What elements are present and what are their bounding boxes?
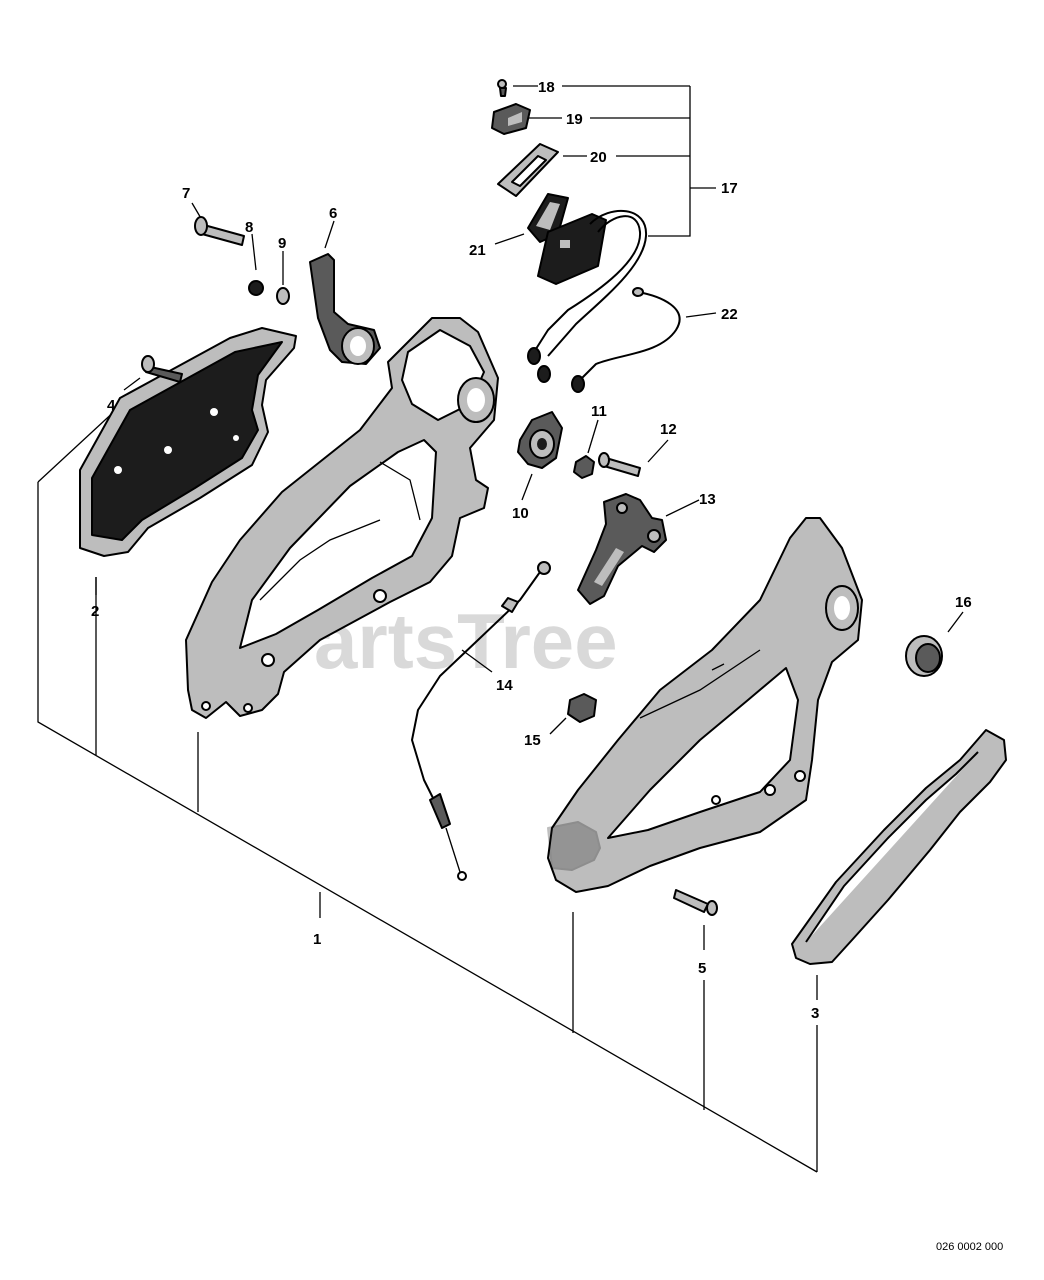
part-12-screw <box>598 452 641 477</box>
part-6-lever <box>309 253 381 365</box>
part-11-nut <box>573 455 595 479</box>
part-18-screw <box>497 79 507 97</box>
callout-16: 16 <box>955 594 972 611</box>
leader-lines <box>37 85 964 1173</box>
part-2-side-plate <box>79 327 297 557</box>
callout-21: 21 <box>469 242 486 259</box>
callout-19: 19 <box>566 111 583 128</box>
part-7-bolt <box>194 216 245 246</box>
part-19-cap <box>491 103 531 135</box>
part-8-nut <box>248 280 264 296</box>
handle-housing <box>547 517 863 893</box>
part-10-pulley <box>517 411 563 469</box>
diagram-code: 026 0002 000 <box>936 1241 1003 1253</box>
callout-14: 14 <box>496 677 513 694</box>
callout-labels: 1 2 3 4 5 6 7 8 9 10 11 12 13 14 15 16 1… <box>91 79 972 1022</box>
callout-17: 17 <box>721 180 738 197</box>
callout-9: 9 <box>278 235 286 252</box>
part-14-cable <box>411 561 551 881</box>
part-5-screw <box>673 889 718 916</box>
callout-6: 6 <box>329 205 337 222</box>
callout-4: 4 <box>107 397 116 414</box>
callout-5: 5 <box>698 960 706 977</box>
part-15-nut <box>567 693 597 723</box>
part-20-gasket <box>497 143 559 197</box>
callout-11: 11 <box>591 403 607 420</box>
callout-20: 20 <box>590 149 607 166</box>
part-13-trigger <box>577 493 667 605</box>
part-9-washer <box>276 287 290 305</box>
callout-22: 22 <box>721 306 738 323</box>
callout-1: 1 <box>313 931 321 948</box>
callout-12: 12 <box>660 421 677 438</box>
callout-10: 10 <box>512 505 529 522</box>
callout-18: 18 <box>538 79 555 96</box>
part-4-screw <box>141 355 183 383</box>
callout-15: 15 <box>524 732 541 749</box>
part-16-cap <box>905 635 943 677</box>
part-17-switch <box>527 209 648 383</box>
callout-13: 13 <box>699 491 716 508</box>
part-1-frame <box>185 317 499 719</box>
callout-2: 2 <box>91 603 99 620</box>
part-22-wire <box>571 287 681 393</box>
callout-8: 8 <box>245 219 253 236</box>
callout-7: 7 <box>182 185 190 202</box>
part-3-grip <box>791 729 1007 965</box>
callout-3: 3 <box>811 1005 819 1022</box>
